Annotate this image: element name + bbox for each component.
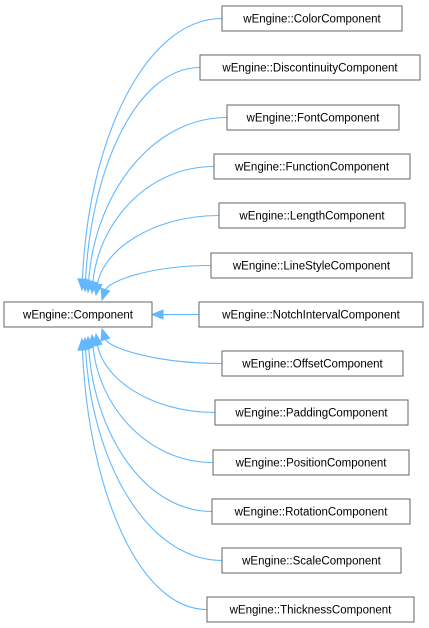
derived-class-label: wEngine::DiscontinuityComponent [221, 63, 398, 75]
inheritance-edge [104, 338, 223, 365]
inheritance-edge [84, 347, 223, 562]
derived-class-node-scale[interactable]: wEngine::ScaleComponent [221, 547, 402, 574]
derived-class-label: wEngine::ThicknessComponent [229, 605, 393, 617]
inheritance-arrowhead [100, 287, 111, 302]
inheritance-edge [104, 264, 212, 291]
inheritance-edge [81, 348, 208, 611]
inheritance-edge [96, 214, 220, 286]
inheritance-edge [88, 346, 213, 513]
inheritance-edge [88, 116, 228, 283]
inheritance-edges [77, 17, 228, 611]
derived-class-node-discontinuity[interactable]: wEngine::DiscontinuityComponent [199, 54, 421, 81]
derived-class-label: wEngine::FunctionComponent [234, 162, 390, 174]
derived-class-label: wEngine::FontComponent [246, 113, 381, 125]
derived-class-label: wEngine::PositionComponent [235, 458, 388, 470]
derived-class-label: wEngine::LengthComponent [238, 211, 385, 223]
derived-class-label: wEngine::PaddingComponent [234, 408, 388, 420]
derived-class-node-length[interactable]: wEngine::LengthComponent [218, 202, 406, 229]
derived-class-label: wEngine::RotationComponent [234, 507, 389, 519]
derived-class-node-padding[interactable]: wEngine::PaddingComponent [214, 399, 409, 426]
derived-class-label: wEngine::LineStyleComponent [232, 261, 391, 273]
derived-class-label: wEngine::OffsetComponent [241, 359, 383, 371]
derived-class-node-function[interactable]: wEngine::FunctionComponent [213, 153, 411, 180]
derived-class-node-color[interactable]: wEngine::ColorComponent [221, 5, 403, 32]
derived-class-label: wEngine::NotchIntervalComponent [221, 310, 401, 322]
derived-class-node-offset[interactable]: wEngine::OffsetComponent [221, 350, 404, 377]
derived-class-node-rotation[interactable]: wEngine::RotationComponent [211, 498, 411, 525]
inheritance-edge [81, 17, 223, 281]
inheritance-arrowhead [100, 327, 111, 342]
derived-class-node-linestyle[interactable]: wEngine::LineStyleComponent [210, 252, 413, 279]
inheritance-arrowhead [77, 337, 88, 351]
inheritance-edge [92, 344, 214, 464]
derived-class-node-position[interactable]: wEngine::PositionComponent [212, 449, 410, 476]
derived-class-label: wEngine::ColorComponent [242, 14, 381, 26]
inheritance-arrowhead [92, 282, 103, 297]
inheritance-edge [96, 343, 216, 414]
derived-class-node-thickness[interactable]: wEngine::ThicknessComponent [206, 596, 415, 623]
inheritance-edge [92, 165, 215, 284]
derived-class-node-font[interactable]: wEngine::FontComponent [226, 104, 400, 131]
derived-class-label: wEngine::ScaleComponent [241, 556, 382, 568]
derived-class-node-notchinterval[interactable]: wEngine::NotchIntervalComponent [198, 301, 424, 328]
base-class-label: wEngine::Component [22, 310, 134, 322]
inheritance-arrowhead [150, 309, 164, 320]
base-class-node[interactable]: wEngine::Component [3, 301, 153, 328]
inheritance-edge [84, 66, 201, 282]
